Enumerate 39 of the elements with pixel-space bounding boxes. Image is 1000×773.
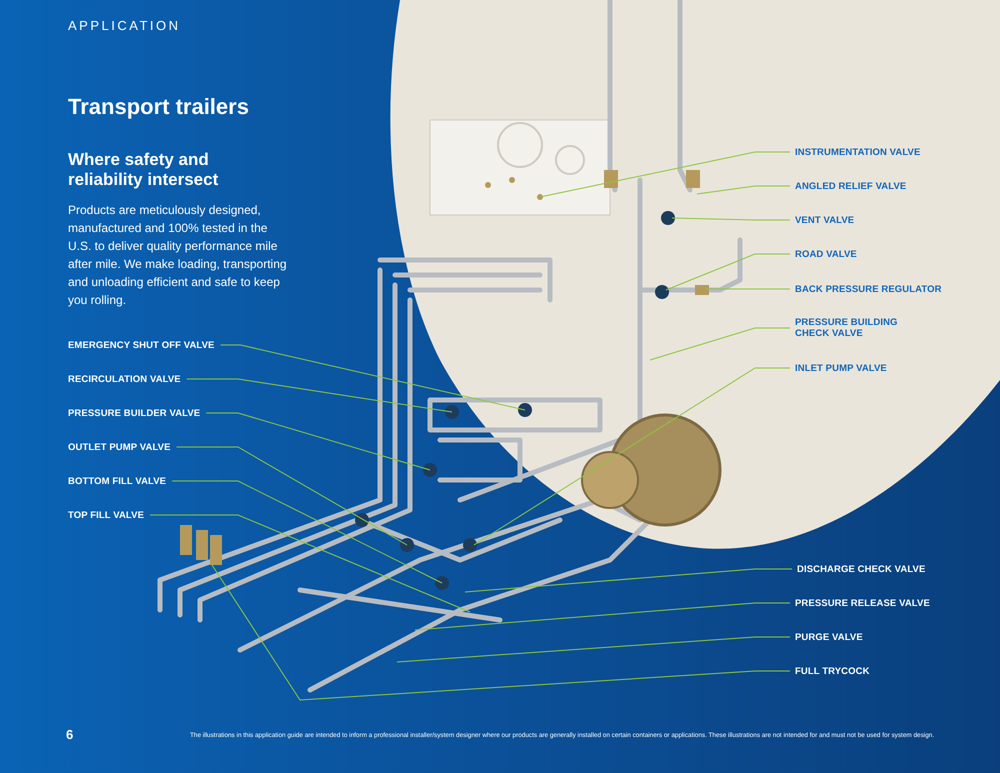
callout-label: OUTLET PUMP VALVE (68, 442, 171, 452)
callout-label: PURGE VALVE (795, 632, 980, 642)
leader-line (706, 288, 790, 290)
callout-label: INSTRUMENTATION VALVE (795, 146, 980, 158)
callout-label: TOP FILL VALVE (68, 510, 144, 520)
leader-line (464, 568, 792, 592)
leader-line (474, 368, 790, 546)
leader-line (666, 254, 790, 290)
leader-line (696, 186, 790, 194)
callout-label: RECIRCULATION VALVE (68, 374, 181, 384)
leader-line (206, 412, 430, 470)
callout-label: BACK PRESSURE REGULATOR (795, 284, 980, 294)
callout-label: VENT VALVE (795, 214, 980, 226)
leader-line (650, 328, 790, 360)
callout-label: PRESSURE BUILDER VALVE (68, 408, 200, 418)
leader-line (540, 152, 790, 198)
leader-line (672, 218, 790, 220)
callout-label: PRESSURE RELEASE VALVE (795, 598, 980, 608)
callout-label: ROAD VALVE (795, 248, 980, 260)
callout-label: EMERGENCY SHUT OFF VALVE (68, 340, 214, 350)
callout-label: DISCHARGE CHECK VALVE (797, 564, 982, 574)
leader-line (220, 344, 526, 410)
callout-label: ANGLED RELIEF VALVE (795, 180, 980, 192)
callout-label: PRESSURE BUILDING CHECK VALVE (795, 317, 915, 339)
leader-line (150, 514, 470, 612)
leader-line (172, 480, 442, 584)
leader-line (396, 636, 790, 662)
page-title: Transport trailers (68, 94, 249, 120)
leader-line (414, 602, 790, 630)
callout-label: INLET PUMP VALVE (795, 362, 980, 374)
callout-label: BOTTOM FILL VALVE (68, 476, 166, 486)
intro-paragraph: Products are meticulously designed, manufactured and 100% tested in the U.S. to deliver quality performance mile after mile. We make loading, transporting and unloading efficient and safe to keep you rolling. (68, 202, 288, 309)
leader-line (176, 446, 408, 546)
section-heading: APPLICATION (68, 18, 181, 33)
leader-line (186, 378, 452, 412)
page-number: 6 (66, 727, 74, 742)
callout-label: FULL TRYCOCK (795, 666, 980, 676)
leader-line (212, 564, 790, 701)
subheading: Where safety and reliability intersect (68, 150, 220, 190)
